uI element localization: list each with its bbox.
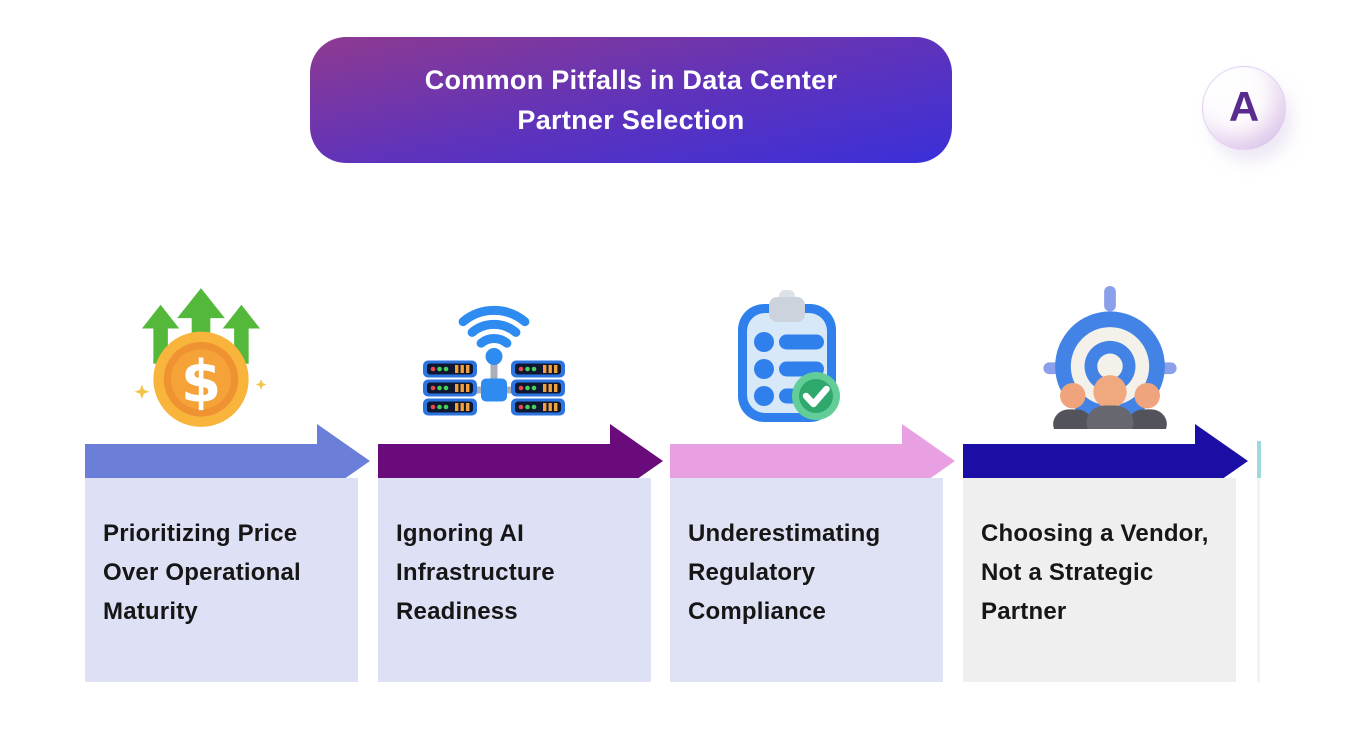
- title-banner: Common Pitfalls in Data Center Partner S…: [310, 37, 952, 163]
- brand-logo-letter: A: [1228, 83, 1260, 130]
- compliance-checklist-icon: [711, 284, 861, 429]
- target-partner-icon: [1035, 284, 1185, 429]
- page-title-line-2: Partner Selection: [517, 104, 745, 135]
- pitfall-column-2: Ignoring AI Infrastructure Readiness: [378, 0, 663, 738]
- svg-text:$: $: [180, 347, 220, 415]
- page-title-line-1: Common Pitfalls in Data Center: [424, 65, 838, 96]
- ai-server-network-icon: [419, 284, 569, 429]
- pitfall-column-1: $ Prioritizing Price Over Operational Ma…: [85, 0, 370, 738]
- brand-logo-bubble: A: [1202, 66, 1286, 150]
- pitfall-card-label: Underestimating Regulatory Compliance: [688, 520, 881, 625]
- flow-arrow: [963, 424, 1248, 498]
- flow-arrow: [670, 424, 955, 498]
- partial-next-card-sliver: [1257, 478, 1260, 682]
- pitfall-card: Prioritizing Price Over Operational Matu…: [85, 478, 358, 682]
- pitfall-card: Underestimating Regulatory Compliance: [670, 478, 943, 682]
- partial-next-arrow-sliver: [1257, 441, 1261, 478]
- pitfall-card: Ignoring AI Infrastructure Readiness: [378, 478, 651, 682]
- pitfall-column-3: Underestimating Regulatory Compliance: [670, 0, 955, 738]
- money-growth-icon: $: [126, 284, 276, 429]
- pitfall-card-label: Prioritizing Price Over Operational Matu…: [103, 520, 301, 625]
- pitfall-card-label: Ignoring AI Infrastructure Readiness: [396, 520, 555, 625]
- pitfall-card-label: Choosing a Vendor, Not a Strategic Partn…: [981, 520, 1209, 625]
- pitfall-card: Choosing a Vendor, Not a Strategic Partn…: [963, 478, 1236, 682]
- pitfall-column-4: Choosing a Vendor, Not a Strategic Partn…: [963, 0, 1248, 738]
